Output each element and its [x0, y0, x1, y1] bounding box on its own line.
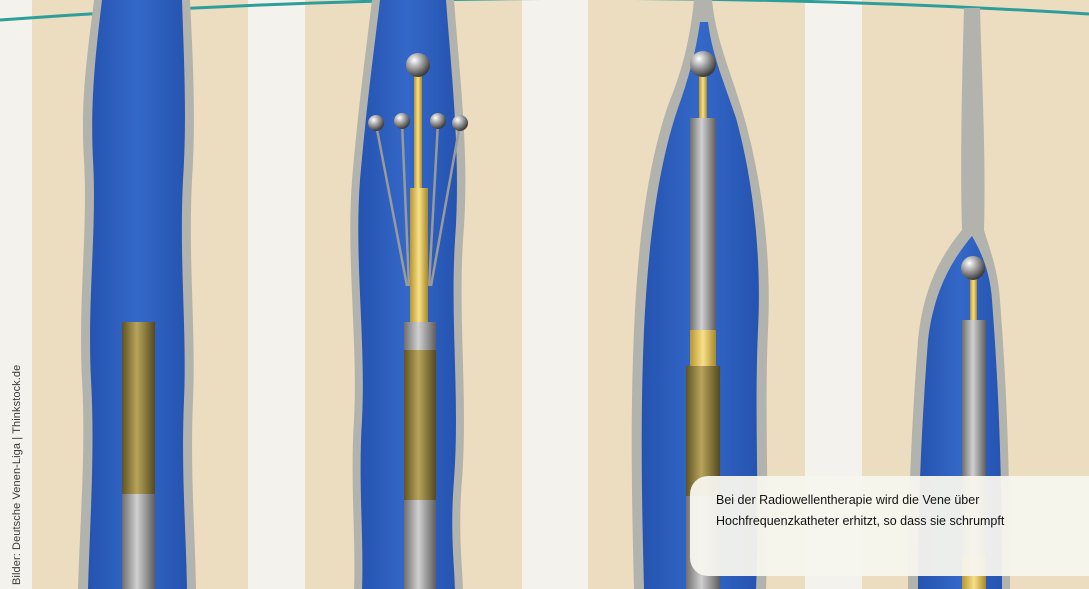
tip-ball — [961, 256, 985, 280]
center-wire — [699, 76, 707, 120]
catheter-gold — [690, 330, 716, 368]
tip-ball — [690, 51, 716, 77]
tip-ball — [406, 53, 430, 77]
caption-line-2: Hochfrequenzkatheter erhitzt, so dass si… — [716, 511, 1079, 532]
electrode-ball — [394, 113, 410, 129]
electrode-ball — [368, 115, 384, 131]
catheter-gray — [122, 494, 155, 589]
panel-1 — [78, 0, 196, 589]
catheter-olive — [122, 322, 155, 494]
center-wire — [414, 76, 422, 188]
electrode-ball — [452, 115, 468, 131]
center-wire — [970, 276, 977, 320]
catheter-olive — [404, 350, 436, 500]
image-credit: Bilder: Deutsche Venen-Liga | Thinkstock… — [11, 365, 23, 585]
caption-line-1: Bei der Radiowellentherapie wird die Ven… — [716, 490, 1079, 511]
panel-2 — [350, 0, 468, 589]
catheter-gold — [410, 188, 428, 322]
caption-box: Bei der Radiowellentherapie wird die Ven… — [690, 476, 1089, 576]
catheter-gray — [690, 118, 716, 330]
electrode-ball — [430, 113, 446, 129]
